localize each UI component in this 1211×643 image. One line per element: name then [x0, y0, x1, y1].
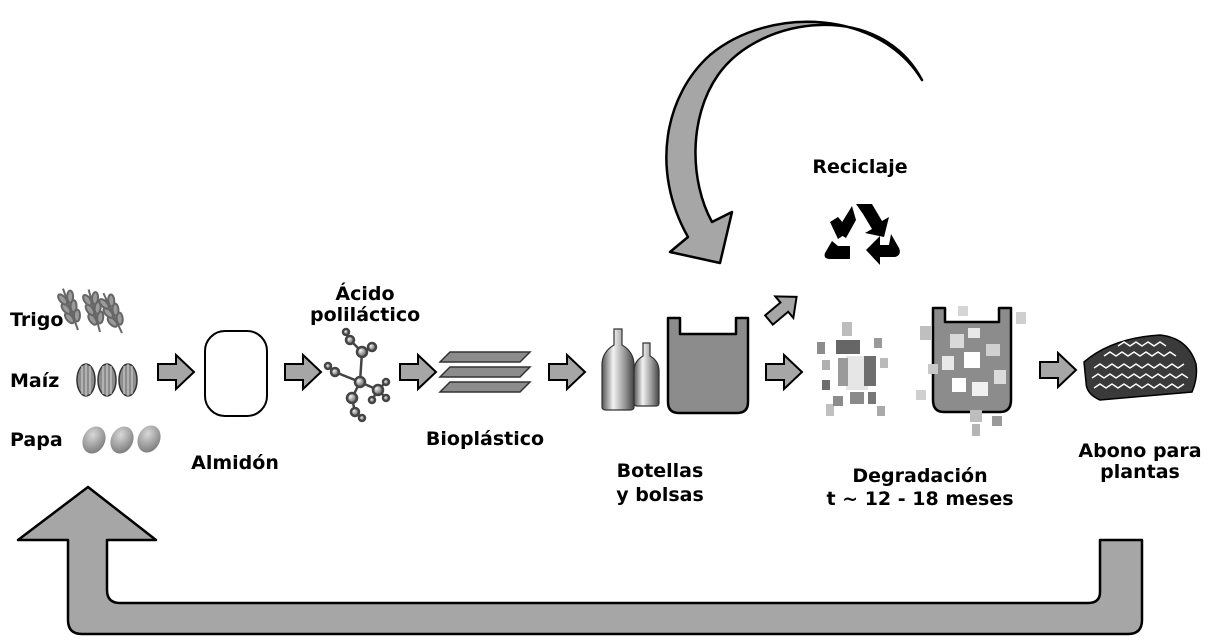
potato-icon [82, 425, 161, 454]
process-arrow-3 [399, 352, 438, 392]
stage-label-products-line2: y bolsas [616, 484, 704, 506]
process-arrow-4 [548, 352, 587, 392]
degrading-bottles-icon [817, 322, 888, 416]
degrading-bag-icon [916, 306, 1026, 436]
corn-icon [76, 363, 138, 397]
process-arrow-2 [284, 352, 323, 392]
recycle-icon [824, 204, 900, 265]
source-label-potato: Papa [10, 429, 63, 451]
diagonal-arrow-to-recycling [763, 295, 798, 327]
stage-label-compost-line1: Abono para [1078, 440, 1202, 462]
process-arrow-5 [765, 352, 804, 392]
stage-label-degradation-line1: Degradación [852, 465, 988, 487]
wheat-icon [57, 288, 124, 334]
stage-label-acid-line1: Ácido [335, 283, 395, 305]
source-label-wheat: Trigo [10, 309, 64, 331]
recycling-curved-arrow [665, 20, 924, 265]
process-arrow-1 [157, 352, 196, 392]
stage-label-degradation-line2: t ~ 12 - 18 meses [826, 488, 1014, 510]
starch-shape [204, 330, 268, 417]
stage-label-products-line1: Botellas [616, 460, 704, 482]
molecule-icon [323, 327, 391, 423]
bottles-icon [601, 328, 660, 411]
source-label-corn: Maíz [10, 370, 60, 392]
return-cycle-arrow [16, 485, 1144, 636]
compost-pile-icon [1083, 334, 1198, 401]
process-arrow-6 [1039, 350, 1078, 390]
stage-label-acid-line2: poliláctico [310, 304, 421, 326]
stage-label-bioplastic: Bioplástico [425, 428, 545, 450]
bioplastic-sheets-icon [438, 351, 532, 393]
stage-label-recycling: Reciclaje [812, 156, 908, 178]
stage-label-starch: Almidón [191, 452, 279, 474]
bag-icon [666, 316, 750, 415]
stage-label-compost-line2: plantas [1100, 461, 1180, 483]
